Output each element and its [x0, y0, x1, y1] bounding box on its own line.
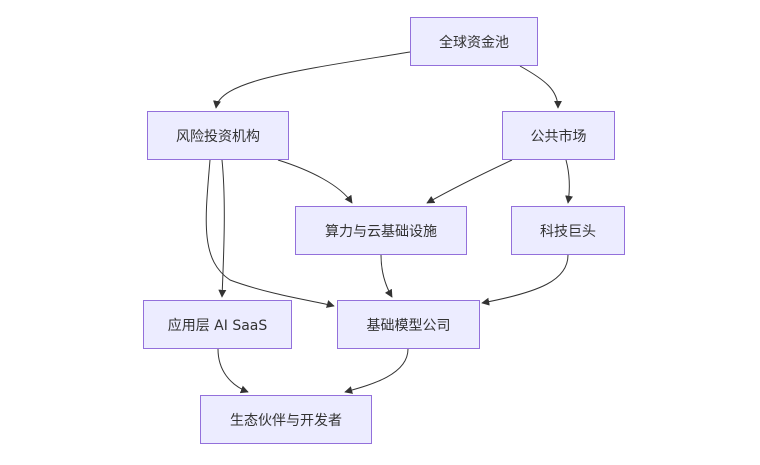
- node-label: 公共市场: [530, 128, 587, 145]
- node-label: 算力与云基础设施: [325, 223, 437, 240]
- edge-vc-to-saas: [218, 159, 227, 298]
- edge-foundation-to-eco: [344, 348, 409, 394]
- node-label: 风险投资机构: [176, 128, 260, 145]
- node-compute-cloud-infra[interactable]: 算力与云基础设施: [295, 206, 467, 255]
- edge-infra-to-foundation: [380, 254, 393, 298]
- edge-vc-to-infra: [277, 159, 353, 204]
- edge-pool-to-vc: [213, 51, 411, 109]
- edge-saas-to-eco: [217, 348, 249, 394]
- node-label: 应用层 AI SaaS: [167, 317, 268, 334]
- edge-pool-to-public: [519, 65, 562, 109]
- node-foundation-model-companies[interactable]: 基础模型公司: [337, 300, 480, 349]
- edge-bigtech-to-foundation: [481, 254, 569, 306]
- node-application-ai-saas[interactable]: 应用层 AI SaaS: [143, 300, 292, 349]
- node-label: 基础模型公司: [366, 317, 451, 334]
- node-label: 生态伙伴与开发者: [230, 412, 342, 429]
- edge-public-to-infra: [426, 159, 513, 204]
- edge-public-to-bigtech: [565, 159, 574, 204]
- node-label: 全球资金池: [439, 34, 509, 51]
- node-ecosystem-partners-developers[interactable]: 生态伙伴与开发者: [200, 395, 372, 444]
- node-venture-capital[interactable]: 风险投资机构: [147, 111, 289, 160]
- node-global-capital-pool[interactable]: 全球资金池: [410, 17, 538, 66]
- node-public-markets[interactable]: 公共市场: [502, 111, 615, 160]
- edge-vc-to-foundation: [205, 159, 335, 308]
- node-label: 科技巨头: [540, 223, 596, 240]
- node-big-tech[interactable]: 科技巨头: [511, 206, 625, 255]
